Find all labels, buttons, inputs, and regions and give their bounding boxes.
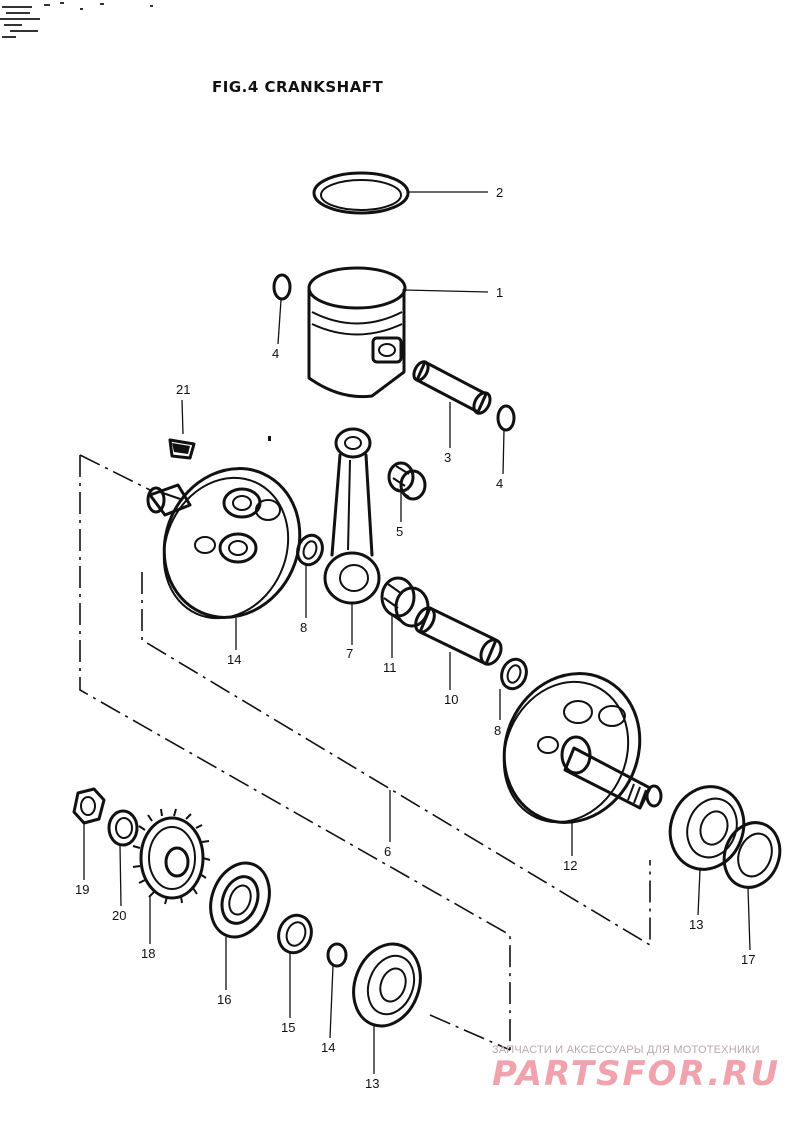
primary-drive-gear: [132, 808, 211, 905]
circlip-upper: [272, 273, 292, 301]
callout-16: 16: [217, 992, 231, 1007]
callout-18: 18: [141, 946, 155, 961]
scan-noise: [0, 2, 153, 38]
callout-20: 20: [112, 908, 126, 923]
watermark: ЗАПЧАСТИ И АКСЕССУАРЫ ДЛЯ МОТОТЕХНИКИ PA…: [492, 1044, 780, 1094]
callout-11: 14: [227, 652, 241, 667]
callout-4-upper: 4: [272, 346, 279, 361]
watermark-logo-part2: FOR.RU: [622, 1054, 780, 1094]
callout-12: 12: [563, 858, 577, 873]
callout-9: 10: [444, 692, 458, 707]
main-bearing-right: [668, 785, 746, 871]
callout-8-upper: 8: [300, 620, 307, 635]
circlip-lower: [496, 404, 516, 432]
callout-labels: 2 1 4 3 4 5 21 14 8 7 11 10 8 6 12 13 17…: [75, 185, 755, 1091]
callout-8-lower: 8: [494, 723, 501, 738]
callout-10: 11: [383, 660, 397, 675]
leader-lines: [83, 191, 751, 1074]
callout-21: 21: [176, 382, 190, 397]
callout-2: 2: [496, 185, 503, 200]
callout-19: 19: [75, 882, 89, 897]
dust-speck: [268, 436, 271, 441]
piston-ring: [312, 171, 410, 215]
lock-washer: [107, 809, 139, 847]
callout-6: 6: [384, 844, 391, 859]
oil-seal-right: [722, 821, 782, 889]
callout-4-lower: 4: [496, 476, 503, 491]
callout-1: 1: [496, 285, 503, 300]
piston: [307, 266, 407, 399]
callout-17: 17: [741, 952, 755, 967]
oil-seal-left: [209, 861, 271, 939]
thrust-washer-upper: [296, 533, 324, 567]
callout-14: 14: [321, 1040, 335, 1055]
assembly-phantom-lines: [79, 454, 651, 1051]
watermark-logo: PARTSFOR.RU: [492, 1054, 780, 1094]
spacer: [277, 913, 313, 955]
nut: [72, 787, 106, 825]
callout-7: 7: [346, 646, 353, 661]
thrust-washer-lower: [500, 657, 528, 691]
piston-pin: [412, 360, 492, 415]
o-ring: [326, 942, 348, 968]
watermark-subtitle: ЗАПЧАСТИ И АКСЕССУАРЫ ДЛЯ МОТОТЕХНИКИ: [492, 1044, 760, 1056]
woodruff-key: [168, 438, 196, 460]
callout-5: 5: [396, 524, 403, 539]
callout-13-right: 13: [689, 917, 703, 932]
watermark-logo-part1: PARTS: [492, 1054, 622, 1094]
main-bearing-left: [352, 942, 422, 1028]
callout-13-left: 13: [365, 1076, 379, 1091]
callout-15: 15: [281, 1020, 295, 1035]
small-end-bearing: [387, 461, 427, 501]
callout-3: 3: [444, 450, 451, 465]
crank-wheel-right: [502, 672, 663, 824]
big-end-bearing: [380, 576, 430, 628]
crank-wheel-left: [146, 467, 302, 620]
connecting-rod: [323, 427, 381, 605]
crank-pin: [414, 606, 503, 666]
figure-title: FIG.4 CRANKSHAFT: [212, 78, 384, 96]
